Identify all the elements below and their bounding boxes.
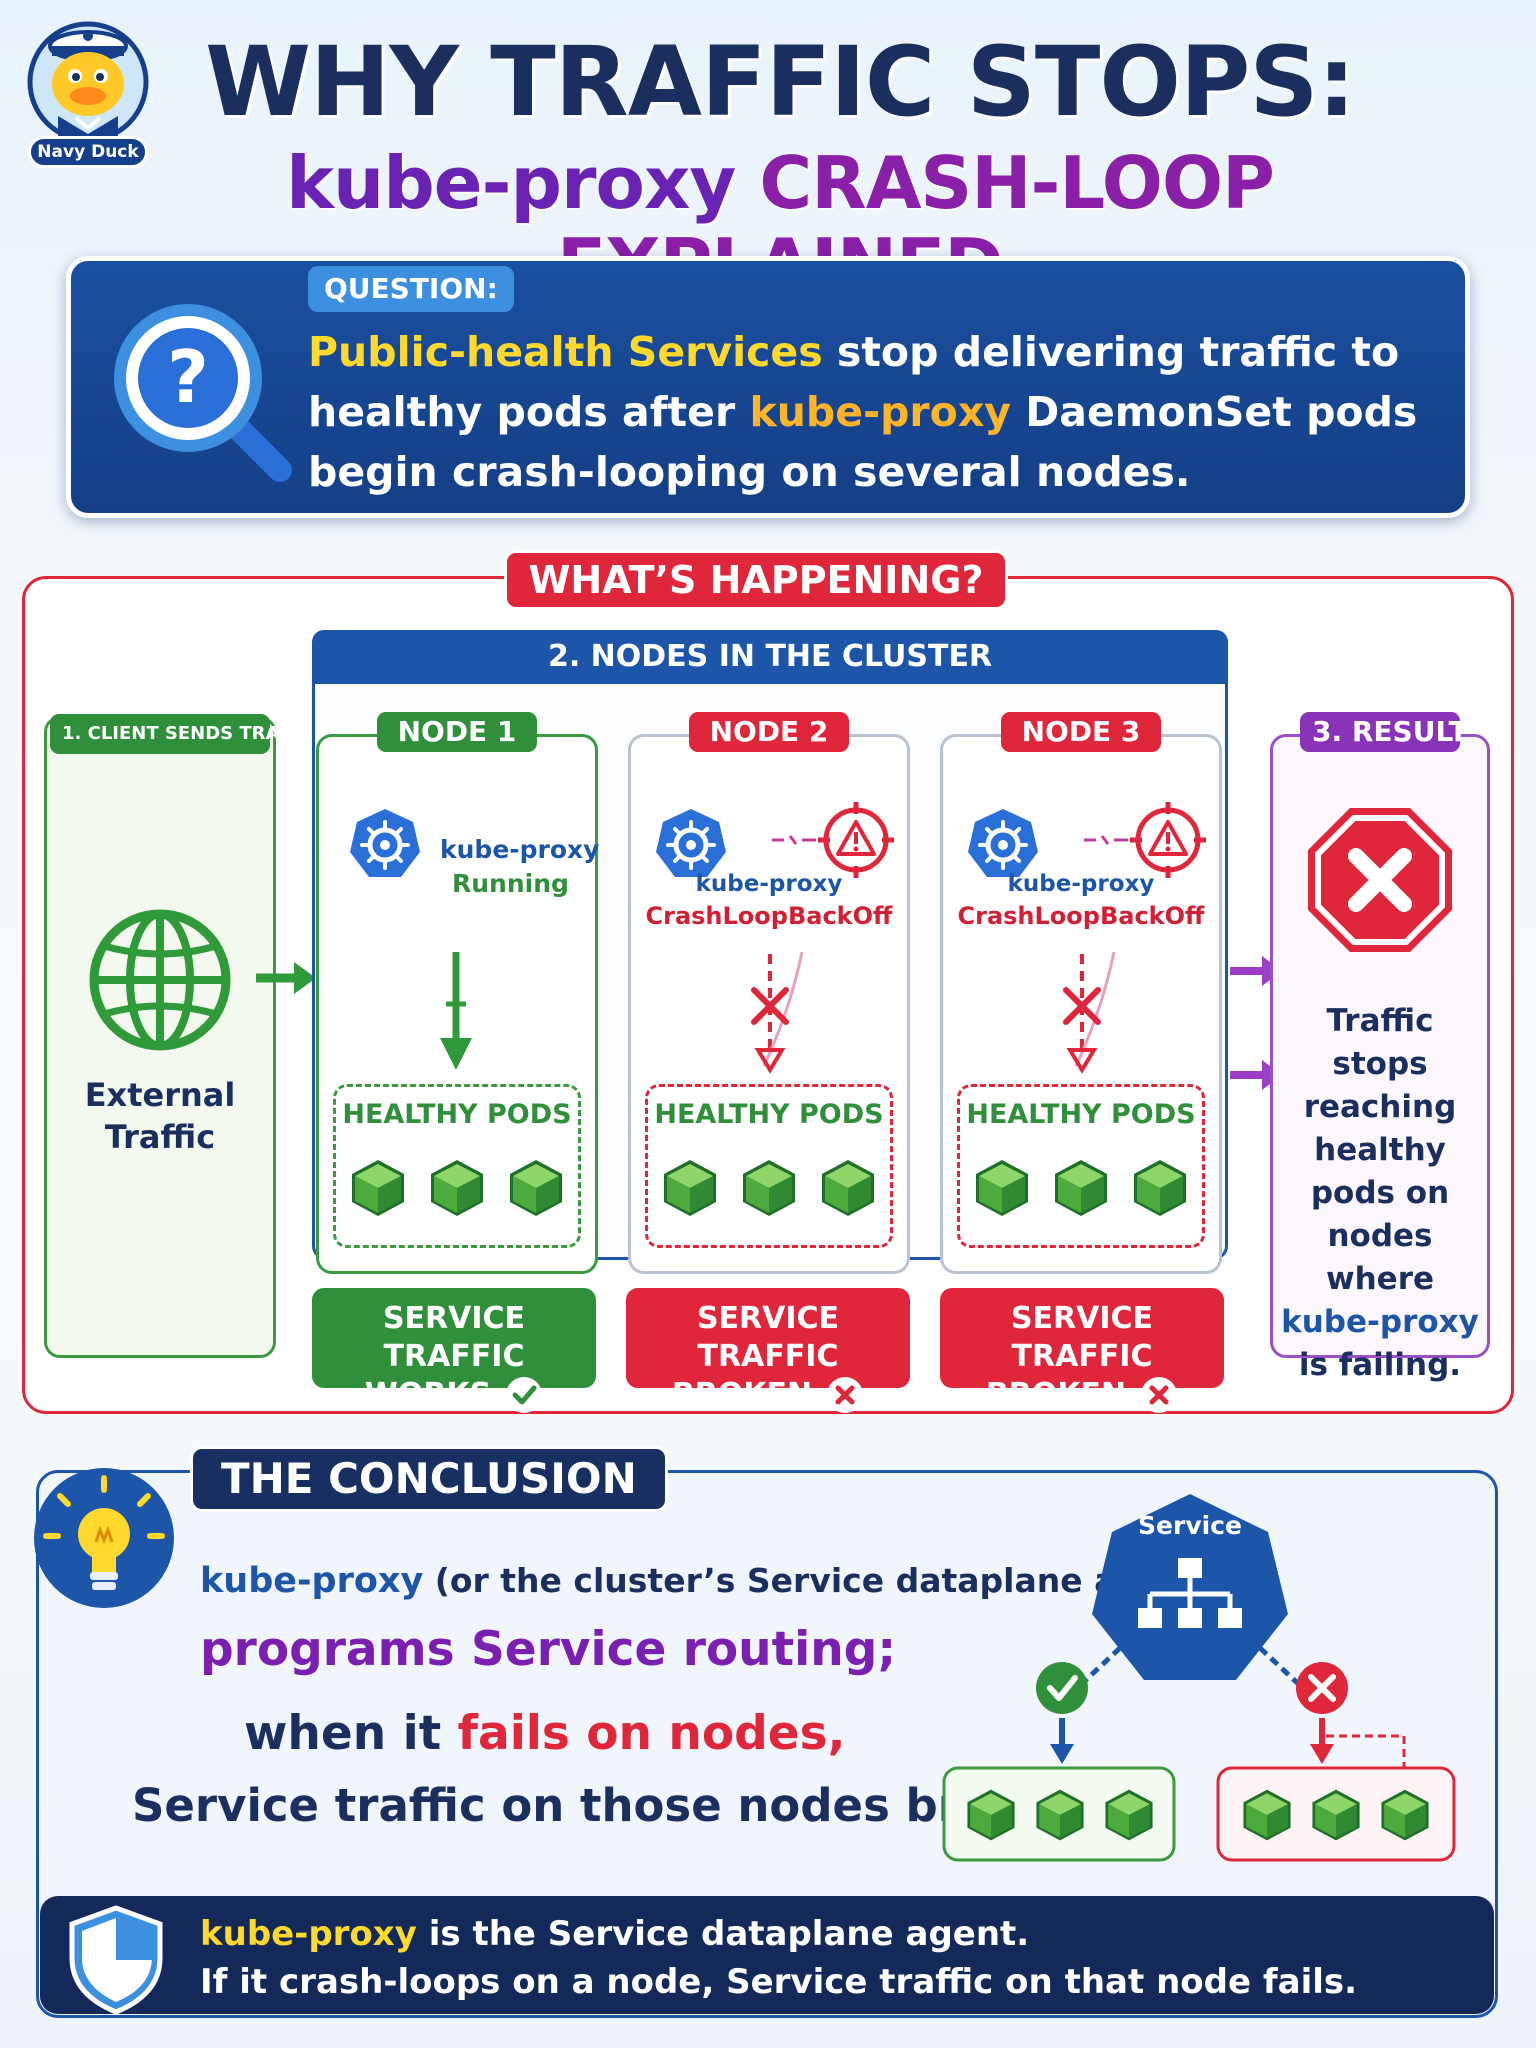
- result-text-1: Traffic stops reaching healthy pods on n…: [1303, 1003, 1457, 1297]
- duck-mascot-icon: [27, 21, 149, 143]
- summary-bar: [40, 1896, 1494, 2014]
- kubernetes-wheel-icon: [346, 806, 424, 884]
- node-1-service-line-2: WORKS: [364, 1377, 492, 1412]
- question-tag: QUESTION:: [308, 266, 514, 312]
- node-2-service-status: SERVICE TRAFFIC BROKEN: [626, 1288, 910, 1413]
- node-3-kube-proxy: kube-proxy: [1007, 871, 1155, 897]
- x-icon: [1141, 1377, 1178, 1413]
- traffic-arrow-icon: [256, 962, 316, 994]
- conclusion-line-2: programs Service routing;: [200, 1622, 897, 1677]
- check-icon: [1036, 1662, 1088, 1714]
- conclusion-line-1: kube-proxy (or the cluster’s Service dat…: [200, 1558, 1217, 1604]
- pod-cube-icon: [1128, 1156, 1192, 1220]
- node-3-service-line-2: BROKEN: [985, 1377, 1127, 1412]
- node-1-pods-label: HEALTHY PODS: [342, 1099, 572, 1130]
- node-3-pods-box: [957, 1084, 1205, 1248]
- mascot-badge: Navy Duck: [28, 136, 148, 168]
- result-text: Traffic stops reaching healthy pods on n…: [1280, 1000, 1480, 1387]
- result-tag: 3. RESULT: [1300, 712, 1468, 752]
- node-2-kube-proxy: kube-proxy: [695, 871, 843, 897]
- external-traffic-line-2: Traffic: [104, 1118, 216, 1156]
- pod-cube-icon: [816, 1156, 880, 1220]
- external-traffic-label: External Traffic: [54, 1074, 266, 1158]
- pod-cube-icon: [970, 1156, 1034, 1220]
- node-1-service-line-1: SERVICE TRAFFIC: [382, 1301, 526, 1374]
- broken-link-icon: [772, 835, 816, 845]
- node-2-status: CrashLoopBackOff: [645, 902, 893, 930]
- node-2-service-line-1: SERVICE TRAFFIC: [696, 1301, 840, 1374]
- external-traffic-line-1: External: [84, 1076, 236, 1114]
- client-tag: 1. CLIENT SENDS TRAFFIC: [50, 714, 324, 754]
- service-heptagon-icon: Service: [1092, 1494, 1288, 1680]
- conclusion-line-4: Service traffic on those nodes breaks.: [132, 1779, 1095, 1832]
- node-3-service-status: SERVICE TRAFFIC BROKEN: [940, 1288, 1224, 1413]
- magnifier-question-icon: ?: [114, 304, 292, 482]
- pod-cube-icon: [737, 1156, 801, 1220]
- pod-cube-icon: [346, 1156, 410, 1220]
- node-2-pods-box: [645, 1084, 893, 1248]
- service-routing-diagram: Service: [942, 1494, 1456, 1862]
- svg-text:?: ?: [167, 335, 209, 419]
- result-text-kube-proxy: kube-proxy: [1281, 1304, 1479, 1340]
- question-part-4: DaemonSet pods begin crash-looping on se…: [308, 388, 1418, 496]
- subtitle-kube-proxy: kube-proxy: [286, 141, 736, 225]
- pod-cube-icon: [504, 1156, 568, 1220]
- conclusion-tag: THE CONCLUSION: [190, 1446, 668, 1512]
- conclusion-line-3: when it fails on nodes,: [244, 1704, 845, 1764]
- node-3-tag: NODE 3: [1001, 712, 1161, 752]
- node-3-blocked-flow-icon: [1063, 951, 1116, 1074]
- result-text-3: is failing.: [1298, 1347, 1462, 1383]
- check-icon: [506, 1377, 543, 1413]
- summary-line-2: If it crash-loops on a node, Service tra…: [200, 1962, 1358, 2002]
- duck-mascot: Navy Duck: [22, 12, 154, 174]
- conclusion-fails-on-nodes: fails on nodes,: [457, 1706, 846, 1761]
- node-3-status: CrashLoopBackOff: [957, 902, 1205, 930]
- summary-text: kube-proxy is the Service dataplane agen…: [200, 1910, 1460, 2006]
- pod-cube-icon: [1049, 1156, 1113, 1220]
- nodes-header: 2. NODES IN THE CLUSTER: [312, 630, 1228, 684]
- conclusion-line-3-a: when it: [244, 1706, 458, 1761]
- x-icon: [827, 1377, 864, 1413]
- broken-link-icon: [1084, 835, 1128, 845]
- globe-icon: [89, 909, 231, 1051]
- node-3-pods-label: HEALTHY PODS: [966, 1099, 1196, 1130]
- shield-icon: [69, 1905, 163, 2015]
- conclusion-line-1-rest: (or the cluster’s Service dataplane agen…: [423, 1561, 1217, 1600]
- node-2-service-line-2: BROKEN: [671, 1377, 813, 1412]
- node-2-blocked-flow-icon: [751, 951, 804, 1074]
- summary-line-1: is the Service dataplane agent.: [416, 1914, 1030, 1954]
- node-2-tag: NODE 2: [689, 712, 849, 752]
- node-1-pods-box: [333, 1084, 581, 1248]
- node-1-kube-proxy: kube-proxy: [440, 835, 600, 864]
- whats-happening-tag: WHAT’S HAPPENING?: [504, 550, 1008, 610]
- node-1-service-status: SERVICE TRAFFIC WORKS: [312, 1288, 596, 1413]
- pod-cube-icon: [658, 1156, 722, 1220]
- lightbulb-icon: [34, 1468, 174, 1608]
- service-label: Service: [1138, 1511, 1242, 1540]
- x-icon: [1296, 1662, 1348, 1714]
- question-text: Public-health Services stop delivering t…: [308, 322, 1448, 502]
- node-1-tag: NODE 1: [377, 712, 537, 752]
- summary-kube-proxy: kube-proxy: [200, 1914, 417, 1954]
- node-3-service-line-1: SERVICE TRAFFIC: [1010, 1301, 1154, 1374]
- question-highlight-kube-proxy: kube-proxy: [749, 388, 1011, 436]
- page-title: WHY TRAFFIC STOPS:: [205, 26, 1356, 138]
- pod-cube-icon: [425, 1156, 489, 1220]
- node-2-pods-label: HEALTHY PODS: [654, 1099, 884, 1130]
- stop-x-icon: [1308, 808, 1452, 952]
- node-1-status: Running: [452, 869, 569, 898]
- question-box: [66, 256, 1470, 518]
- node-1-flow-arrow-icon: [440, 952, 472, 1070]
- question-highlight-services: Public-health Services: [308, 328, 823, 376]
- question-part-2: stop delivering traffic to healthy pods …: [308, 328, 1400, 436]
- conclusion-kube-proxy: kube-proxy: [200, 1561, 424, 1601]
